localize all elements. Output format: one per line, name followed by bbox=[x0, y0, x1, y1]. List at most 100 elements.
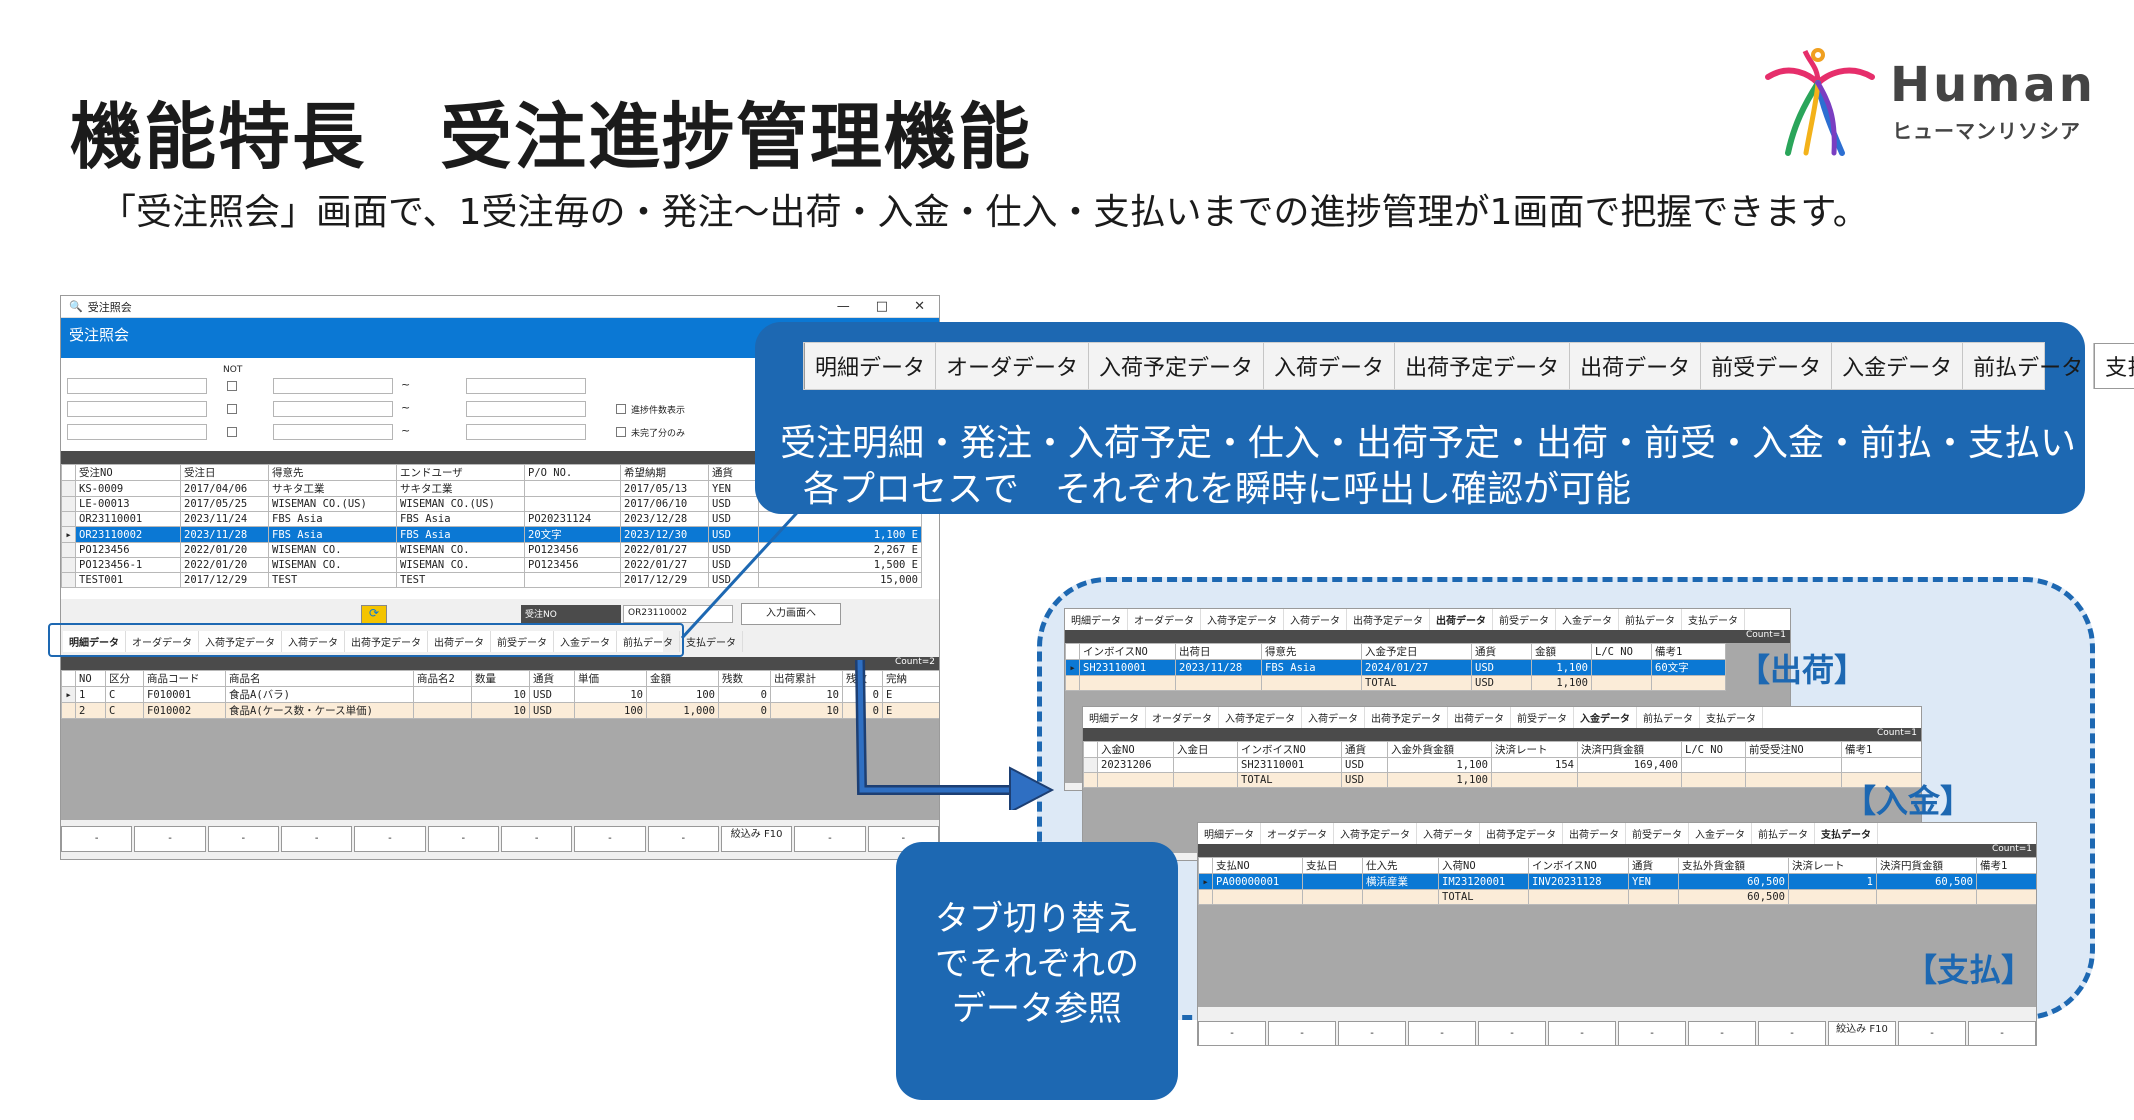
tab-detail[interactable]: 明細データ bbox=[1065, 609, 1128, 630]
col-header[interactable]: 商品コード bbox=[143, 670, 226, 687]
col-header[interactable]: 備考1 bbox=[1841, 741, 1921, 758]
fkey-button[interactable]: - bbox=[500, 826, 573, 852]
table-row[interactable]: TEST001 2017/12/29 TEST TEST 2017/12/29 … bbox=[61, 572, 922, 588]
table-row-total[interactable]: TOTAL USD 1,100 bbox=[1065, 675, 1726, 691]
tab-shipping-plan[interactable]: 出荷予定データ bbox=[1365, 707, 1448, 728]
table-row[interactable]: 2 C F010002 食品A(ケース数・ケース単価) 10 USD 100 1… bbox=[61, 702, 939, 719]
col-header[interactable]: 通貨 bbox=[708, 464, 759, 481]
col-header[interactable]: 出荷日 bbox=[1175, 643, 1262, 660]
tab-shipping[interactable]: 出荷データ bbox=[428, 631, 491, 652]
col-header[interactable]: 入金日 bbox=[1173, 741, 1238, 758]
tab-shipping-plan[interactable]: 出荷予定データ bbox=[345, 631, 428, 652]
tab-arrival-plan[interactable]: 入荷予定データ bbox=[1219, 707, 1302, 728]
col-header[interactable]: L/C NO bbox=[1681, 741, 1746, 758]
condition-field-2[interactable] bbox=[67, 401, 207, 417]
col-header[interactable]: 備考1 bbox=[1651, 643, 1726, 660]
table-row[interactable]: 20231206 SH23110001 USD 1,100 154 169,40… bbox=[1083, 757, 1921, 773]
fkey-button[interactable]: - bbox=[207, 826, 279, 852]
col-header[interactable]: 決済レート bbox=[1491, 741, 1578, 758]
col-header[interactable]: 入金外貨金額 bbox=[1387, 741, 1492, 758]
tab-arrival[interactable]: 入荷データ bbox=[1284, 609, 1347, 630]
tab-order[interactable]: オーダデータ bbox=[1261, 823, 1334, 844]
not-checkbox-1[interactable] bbox=[227, 381, 237, 391]
tab-payment-out[interactable]: 支払データ bbox=[1682, 609, 1745, 630]
col-header[interactable]: エンドユーザ bbox=[396, 464, 525, 481]
col-header[interactable]: 商品名 bbox=[225, 670, 414, 687]
tab-arrival[interactable]: 入荷データ bbox=[1417, 823, 1480, 844]
tab-payment-in[interactable]: 入金データ bbox=[1689, 823, 1752, 844]
tab-shipping[interactable]: 出荷データ bbox=[1430, 609, 1493, 630]
col-header[interactable]: 支払外貨金額 bbox=[1678, 857, 1789, 874]
col-header[interactable]: 入金予定日 bbox=[1361, 643, 1472, 660]
tab-advance-received[interactable]: 前受データ bbox=[1511, 707, 1574, 728]
col-header[interactable]: 入荷NO bbox=[1438, 857, 1529, 874]
fkey-button[interactable]: - bbox=[647, 826, 719, 852]
fkey-button[interactable]: - bbox=[1198, 1021, 1266, 1045]
col-header[interactable]: インボイスNO bbox=[1237, 741, 1342, 758]
tab-detail[interactable]: 明細データ bbox=[1083, 707, 1146, 728]
tab-detail[interactable]: 明細データ bbox=[63, 631, 126, 652]
col-header[interactable]: 入金NO bbox=[1097, 741, 1174, 758]
fkey-button[interactable]: - bbox=[280, 826, 353, 852]
minimize-button[interactable]: — bbox=[836, 299, 850, 314]
table-row[interactable]: ▸ 1 C F010001 食品A(バラ) 10 USD 10 100 0 10… bbox=[61, 686, 939, 703]
input-screen-button[interactable]: 入力画面へ bbox=[741, 603, 841, 625]
condition-field-3[interactable] bbox=[67, 424, 207, 440]
from-field-1[interactable] bbox=[273, 378, 393, 394]
to-field-1[interactable] bbox=[466, 378, 586, 394]
not-checkbox-2[interactable] bbox=[227, 404, 237, 414]
fkey-button[interactable]: - bbox=[1268, 1021, 1336, 1045]
col-header[interactable]: 備考1 bbox=[1976, 857, 2036, 874]
col-header[interactable]: 前受受注NO bbox=[1745, 741, 1842, 758]
progress-count-checkbox[interactable] bbox=[616, 404, 626, 414]
from-field-2[interactable] bbox=[273, 401, 393, 417]
tab-arrival-plan[interactable]: 入荷予定データ bbox=[1334, 823, 1417, 844]
tab-advance-received[interactable]: 前受データ bbox=[1493, 609, 1556, 630]
col-header[interactable]: 完納 bbox=[882, 670, 939, 687]
table-row-selected[interactable]: ▸ PA00000001 横浜産業 IM23120001 INV20231128… bbox=[1198, 873, 2036, 890]
tab-advance-paid[interactable]: 前払データ bbox=[617, 631, 680, 652]
col-header[interactable]: 出荷累計 bbox=[770, 670, 843, 687]
col-header[interactable]: 希望納期 bbox=[620, 464, 709, 481]
col-header[interactable]: 金額 bbox=[1531, 643, 1592, 660]
col-header[interactable]: 決済円貨金額 bbox=[1876, 857, 1977, 874]
col-header[interactable]: 商品名2 bbox=[413, 670, 472, 687]
to-field-2[interactable] bbox=[466, 401, 586, 417]
col-header[interactable]: P/O NO. bbox=[524, 464, 621, 481]
col-header[interactable]: 区分 bbox=[105, 670, 144, 687]
tab-payment-in[interactable]: 入金データ bbox=[1556, 609, 1619, 630]
tab-shipping[interactable]: 出荷データ bbox=[1563, 823, 1626, 844]
fkey-button[interactable]: - bbox=[1408, 1021, 1476, 1045]
tab-payment-in[interactable]: 入金データ bbox=[1574, 707, 1637, 728]
fkey-button[interactable]: - bbox=[1968, 1021, 2036, 1045]
tab-advance-received[interactable]: 前受データ bbox=[1626, 823, 1689, 844]
table-row-total[interactable]: TOTAL USD 1,100 bbox=[1083, 772, 1921, 788]
tab-payment-in[interactable]: 入金データ bbox=[554, 631, 617, 652]
tab-detail[interactable]: 明細データ bbox=[1198, 823, 1261, 844]
col-header[interactable]: 受注NO bbox=[75, 464, 181, 481]
col-header[interactable]: 受注日 bbox=[180, 464, 269, 481]
tab-advance-received[interactable]: 前受データ bbox=[491, 631, 554, 652]
fkey-button[interactable]: - bbox=[61, 826, 133, 852]
fkey-button[interactable]: - bbox=[1338, 1021, 1406, 1045]
tab-order[interactable]: オーダデータ bbox=[1146, 707, 1219, 728]
tab-order[interactable]: オーダデータ bbox=[1128, 609, 1201, 630]
tab-shipping-plan[interactable]: 出荷予定データ bbox=[1480, 823, 1563, 844]
tab-arrival-plan[interactable]: 入荷予定データ bbox=[1201, 609, 1284, 630]
fkey-button[interactable]: - bbox=[427, 826, 499, 852]
col-header[interactable]: 通貨 bbox=[1471, 643, 1532, 660]
tab-shipping-plan[interactable]: 出荷予定データ bbox=[1347, 609, 1430, 630]
fkey-button[interactable]: - bbox=[1548, 1021, 1616, 1045]
tab-arrival-plan[interactable]: 入荷予定データ bbox=[199, 631, 282, 652]
col-header[interactable]: 支払日 bbox=[1302, 857, 1363, 874]
col-header[interactable]: 仕入先 bbox=[1362, 857, 1439, 874]
tab-order[interactable]: オーダデータ bbox=[126, 631, 199, 652]
col-header[interactable]: 数量 bbox=[471, 670, 530, 687]
fkey-button[interactable]: - bbox=[1478, 1021, 1546, 1045]
not-checkbox-3[interactable] bbox=[227, 427, 237, 437]
col-header[interactable]: 残数 bbox=[718, 670, 771, 687]
tab-arrival[interactable]: 入荷データ bbox=[282, 631, 345, 652]
tab-advance-paid[interactable]: 前払データ bbox=[1637, 707, 1700, 728]
from-field-3[interactable] bbox=[273, 424, 393, 440]
close-button[interactable]: ✕ bbox=[914, 299, 925, 314]
